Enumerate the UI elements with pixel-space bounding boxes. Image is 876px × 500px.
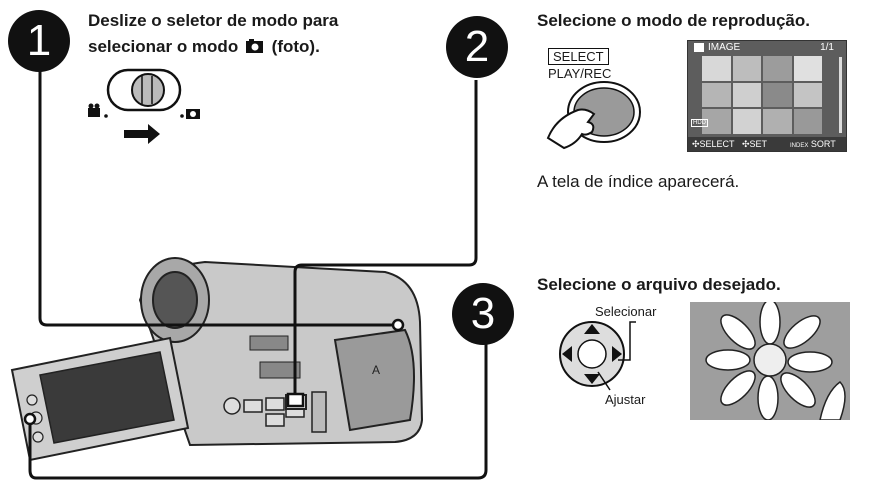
camcorder-illustration: A [10,257,424,462]
step-1-line-2: selecionar o modo (foto). [88,34,428,60]
selected-photo [690,302,850,420]
index-screen-footer: ✣SELECT ✣SET INDEX SORT [688,137,846,151]
index-screen-title: IMAGE [708,42,741,53]
camera-icon [245,39,263,53]
index-screen-page: 1/1 [820,42,834,53]
flower-image [705,302,846,420]
step-number-1: 1 [8,10,70,72]
step-3-instruction: Selecione o arquivo desejado. [537,275,781,294]
playrec-button[interactable] [546,78,646,156]
thumbnail[interactable] [793,109,822,134]
scrollbar[interactable] [839,57,842,133]
step-number-3: 3 [452,283,514,345]
thumbnail[interactable] [763,82,792,108]
camera-small-icon [186,109,200,119]
index-screen: IMAGE 1/1 HDD ✣SELECT ✣SET INDEX SORT [687,40,847,152]
step-1-line-2-start: selecionar o modo [88,37,239,56]
index-screen-header: IMAGE 1/1 [688,41,846,55]
hdd-badge: HDD [691,119,708,127]
playrec-label: PLAY/REC [548,66,612,81]
step-2-note: A tela de índice aparecerá. [537,172,740,191]
video-icon [88,103,100,117]
hand-pointer-icon [546,108,596,150]
arrow-right-icon [124,124,160,144]
thumbnail[interactable] [702,56,731,81]
select-playrec-button-group: SELECT PLAY/REC [548,48,638,81]
step-1-instruction: Deslize o seletor de modo para seleciona… [88,8,428,60]
image-mode-icon [694,43,704,52]
thumbnail-grid [702,56,822,134]
thumbnail[interactable] [763,109,792,134]
footer-select: ✣SELECT [692,139,735,149]
thumbnail[interactable] [702,82,731,108]
mode-switch-illustration [88,68,200,144]
step-1-line-2-end: (foto). [271,37,320,56]
thumbnail[interactable] [732,82,761,108]
thumbnail[interactable] [793,56,822,81]
thumbnail[interactable] [702,109,731,134]
step-2-instruction: Selecione o modo de reprodução. [537,11,810,30]
svg-text:A: A [372,363,380,377]
select-label: SELECT [548,48,609,65]
adjust-label: Ajustar [605,392,646,407]
footer-set: ✣SET [742,139,768,149]
thumbnail[interactable] [732,56,761,81]
step-number-2: 2 [446,16,508,78]
dpad-icon[interactable] [548,302,688,412]
footer-sort: INDEX SORT [790,139,836,149]
step-1-line-1: Deslize o seletor de modo para [88,11,339,30]
select-label-step3: Selecionar [595,304,657,319]
thumbnail[interactable] [732,109,761,134]
thumbnail[interactable] [763,56,792,81]
thumbnail[interactable] [793,82,822,108]
